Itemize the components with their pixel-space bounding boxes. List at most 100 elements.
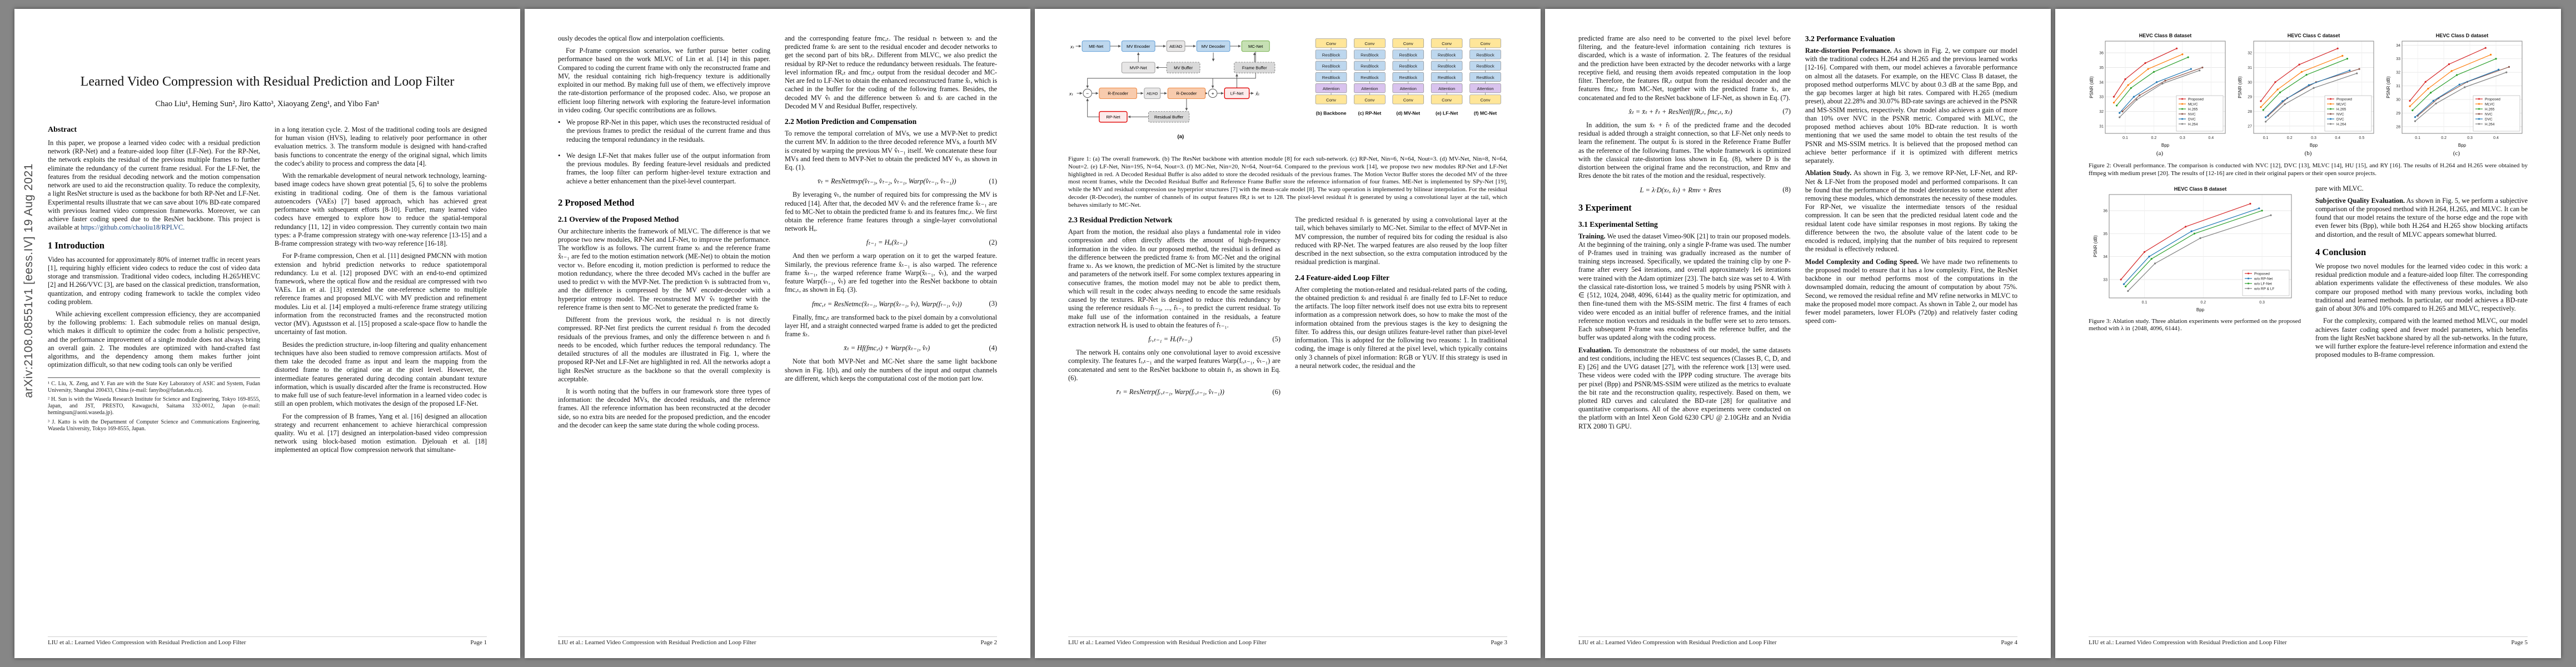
equation-body: v̄ₜ = ResNetmvp(v̂ₜ₋₃, v̂ₜ₋₂, v̂ₜ₋₁, War… (818, 177, 956, 186)
series-line (2260, 48, 2338, 102)
arxiv-watermark: arXiv:2108.08551v1 [eess.IV] 19 Aug 2021 (22, 163, 35, 398)
y-tick-label: 31 (2396, 84, 2400, 88)
backbone-layer-label: Conv (1403, 41, 1413, 46)
series-line (2265, 70, 2350, 118)
page2-col-left: ously decodes the optical flow and inter… (558, 34, 770, 434)
series-marker (2300, 71, 2303, 73)
y-tick-label: 33 (2103, 278, 2107, 282)
backbone-layer-label: Attention (1400, 86, 1417, 91)
equation-5: fᵣ,ₜ₋₁ = Hᵣ(r̂ₜ₋₁) (5) (1068, 335, 1280, 344)
backbone-layer-label: ResBlock (1399, 75, 1418, 80)
backbone-layer-label: ResBlock (1438, 75, 1456, 80)
plot-title: HEVC Class B dataset (2174, 186, 2227, 192)
evaluation-lead: Evaluation. (1578, 346, 1612, 354)
backbone-layer (1392, 38, 1424, 48)
legend-marker (2181, 98, 2183, 100)
series-marker (2147, 68, 2149, 70)
running-title: LIU et al.: Learned Video Compression wi… (1068, 639, 1267, 646)
complexity-text: We have made two refinements to the prop… (1805, 257, 2017, 325)
page1-columns: Abstract In this paper, we propose a lea… (48, 126, 487, 459)
series-marker (2308, 84, 2310, 86)
page2-col-right: and the corresponding feature fmc,ₜ. The… (785, 34, 997, 434)
equation-body: r̄ₜ = ResNetrp(fᵣ,ₜ₋₁, Warp(fᵣ,ₜ₋₁, v̂ₜ₋… (1116, 388, 1224, 396)
x-tick-label: 0.4 (2493, 136, 2499, 140)
paragraph: Note that both MVP-Net and MC-Net share … (785, 357, 997, 382)
y-tick-label: 34 (2396, 44, 2400, 48)
page4-columns: predicted frame are also need to be conv… (1578, 9, 2017, 435)
minus-icon: − (1086, 91, 1089, 96)
series-marker (2139, 94, 2141, 97)
legend-marker (2181, 118, 2183, 120)
backbone-layer (1392, 83, 1424, 93)
y-tick-label: 36 (2103, 209, 2107, 213)
legend-marker (2478, 103, 2480, 105)
subfigure-a-label: (a) (1177, 134, 1184, 140)
series-marker (2505, 71, 2508, 73)
framework-arrows (1075, 44, 1256, 118)
ablation-text: As shown in Fig. 3, we remove RP-Net, LF… (1805, 169, 2017, 253)
backbone-layer (1354, 83, 1386, 93)
y-axis-label: PSNR (dB) (2386, 76, 2391, 98)
running-title: LIU et al.: Learned Video Compression wi… (1578, 639, 1777, 646)
series-marker (2190, 230, 2193, 232)
ablation-lead: Ablation Study. (1805, 169, 1852, 177)
legend-label: H.265 (2485, 107, 2495, 111)
plot-title: HEVC Class C dataset (2288, 33, 2340, 38)
page3-col-left: 2.3 Residual Prediction Network Apart fr… (1068, 216, 1280, 401)
series-marker (2435, 102, 2437, 104)
equation-body: L = λ·D(xₜ, x̂ₜ) + Rmv + Rres (1640, 186, 1721, 194)
legend-label: NVC (2336, 112, 2344, 116)
y-tick-label: 32 (2099, 110, 2104, 114)
equation-body: x̄ₜ = Hf(fmc,ₜ) + Warp(x̂ₜ₋₁, v̂ₜ) (844, 344, 930, 352)
mvp-net-label: MVP-Net (1130, 65, 1148, 70)
paragraph: Finally, fmc,ₜ are transformed back to t… (785, 313, 997, 339)
series-line (2417, 66, 2509, 116)
rd-performance-lead: Rate-distortion Performance. (1805, 47, 1892, 54)
y-tick-label: 28 (2248, 110, 2252, 114)
backbone-layer-label: Conv (1442, 41, 1452, 46)
series-marker (2356, 72, 2358, 74)
stack-label: (c) RP-Net (1358, 110, 1381, 116)
mc-net-box (1241, 40, 1270, 52)
series-marker (2430, 92, 2432, 94)
series-marker (2120, 278, 2122, 281)
legend-box (2473, 95, 2520, 132)
paragraph: To remove the temporal correlation of MV… (785, 130, 997, 172)
rd-performance-paragraph: Rate-distortion Performance. As shown in… (1805, 47, 2017, 165)
series-marker (2135, 98, 2138, 101)
project-link[interactable]: https://github.com/chaoliu18/RPLVC. (81, 223, 185, 232)
equation-number: (6) (1272, 387, 1280, 396)
series-marker (2260, 100, 2262, 102)
page-1: arXiv:2108.08551v1 [eess.IV] 19 Aug 2021… (14, 9, 520, 658)
page3-columns: 2.3 Residual Prediction Network Apart fr… (1068, 216, 1507, 401)
legend-marker (2248, 277, 2249, 279)
equation-3: fmc,ₜ = ResNetmc(x̂ₜ₋₁, Warp(x̂ₜ₋₁, v̂ₜ)… (785, 300, 997, 308)
section-3-heading: 3 Experiment (1578, 202, 1632, 213)
series-marker (2270, 214, 2272, 216)
paragraph: For P-frame compression scenarios, we fu… (558, 47, 770, 114)
series-marker (2432, 99, 2434, 102)
series-line (2265, 73, 2357, 122)
series-marker (2249, 202, 2251, 205)
series-marker (2127, 290, 2129, 292)
page3-body: xₜ ME-Net MV Encoder AE/AD MV Decoder MC… (1068, 9, 1507, 401)
equation-6: r̄ₜ = ResNetrp(fᵣ,ₜ₋₁, Warp(fᵣ,ₜ₋₁, v̂ₜ₋… (1068, 387, 1280, 396)
legend-label: DVC (2485, 117, 2493, 121)
backbone-layer-label: ResBlock (1399, 64, 1418, 69)
section-4-heading: 4 Conclusion (2315, 246, 2366, 257)
paragraph: in a long iteration cycle. 2. Most of th… (275, 126, 487, 167)
page-2: ously decodes the optical flow and inter… (525, 9, 1030, 658)
y-tick-label: 31 (2248, 66, 2252, 70)
series-marker (2258, 207, 2260, 209)
equation-number: (3) (989, 300, 997, 308)
series-marker (2498, 68, 2500, 71)
x-tick-label: 0.2 (2200, 301, 2206, 305)
output-frame-label: x̂ₜ (1255, 91, 1259, 97)
series-marker (2161, 82, 2164, 85)
series-marker (2199, 237, 2201, 239)
section-2-4-heading: 2.4 Feature-aided Loop Filter (1295, 273, 1389, 282)
series-marker (2190, 68, 2192, 70)
bullet-icon: • (558, 118, 561, 127)
